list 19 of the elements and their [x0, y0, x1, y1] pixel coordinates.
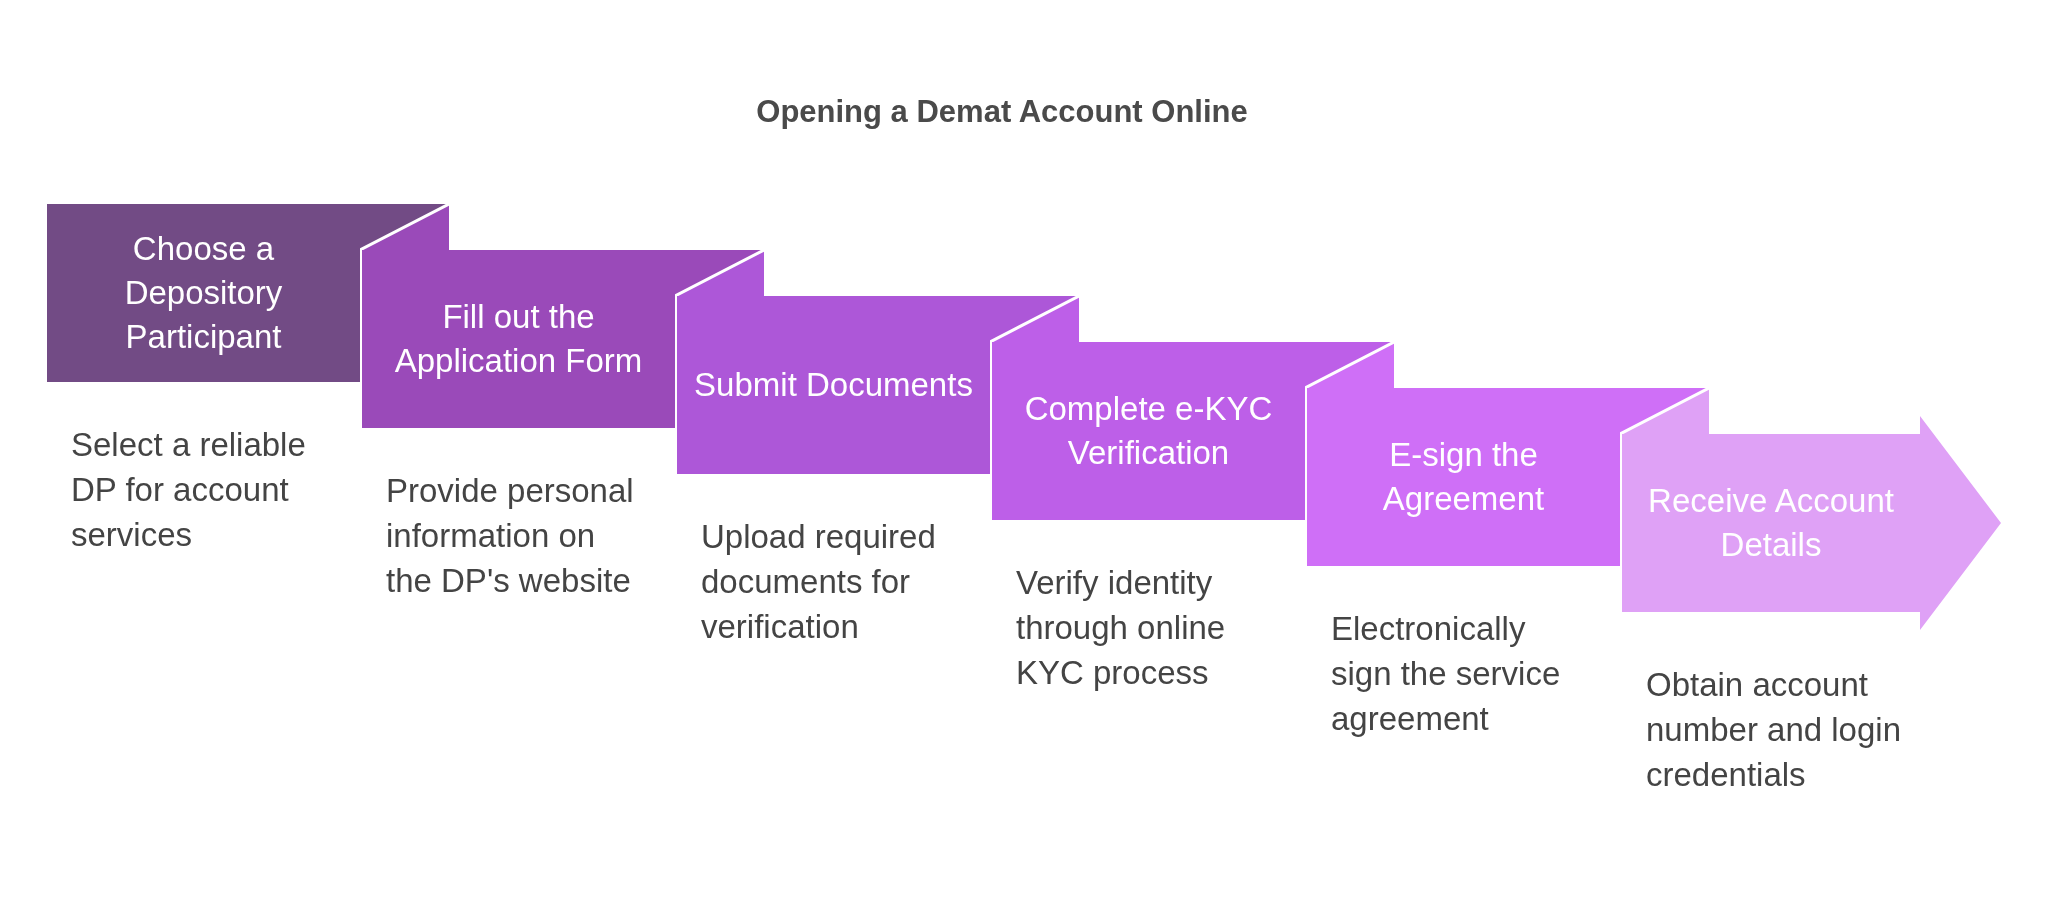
step-title: Choose a Depository Participant [123, 229, 284, 357]
step-box [47, 204, 360, 382]
step-title: Complete e-KYC Verification [1023, 389, 1274, 473]
step-description: Obtain account number and login credentials [1646, 665, 1902, 796]
step-title: Submit Documents [693, 365, 974, 406]
step-box [362, 250, 675, 428]
step-title: E-sign the Agreement [1381, 435, 1546, 519]
step-description: Upload required documents for verification [701, 517, 937, 648]
step-box [677, 296, 990, 474]
step-box [1307, 388, 1620, 566]
step-description: Electronically sign the service agreement [1331, 609, 1562, 740]
step-arrow [1622, 416, 2001, 630]
step-title: Fill out the Application Form [393, 297, 644, 381]
step-title: Receive Account Details [1647, 481, 1895, 565]
step-description: Select a reliable DP for account services [71, 425, 307, 556]
step-box [992, 342, 1305, 520]
step-description: Verify identity through online KYC process [1016, 563, 1227, 694]
diagram-title: Opening a Demat Account Online [755, 94, 1249, 130]
step-description: Provide personal information on the DP's website [386, 471, 635, 602]
